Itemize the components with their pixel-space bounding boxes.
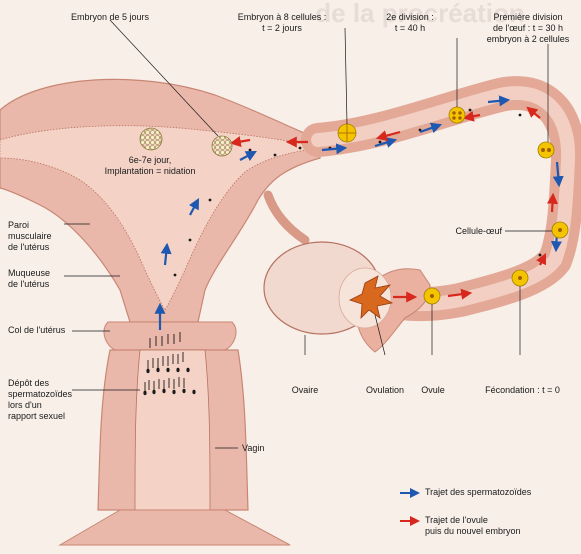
legend-red-arrow-icon <box>400 516 420 526</box>
morula-embryo <box>211 135 233 157</box>
ovarian-ligament <box>263 190 310 245</box>
label-first-division: Première division de l'œuf : t = 30 h em… <box>486 12 570 44</box>
label-ovary: Ovaire <box>291 385 319 395</box>
four-cell-embryo <box>448 106 466 124</box>
uterine-cavity <box>0 125 321 311</box>
sperm-path-arrows <box>154 95 564 330</box>
label-cervix: Col de l'utérus <box>8 325 66 335</box>
legend-sperm-path: Trajet des spermatozoïdes <box>399 487 579 515</box>
ovum-path-arrows <box>229 106 558 303</box>
label-second-division: 2e division : t = 40 h <box>386 12 434 33</box>
label-implantation: 6e-7e jour, Implantation = nidation <box>104 155 196 176</box>
legend-ovum-label: Trajet de l'ovule puis du nouvel embryon <box>425 515 521 536</box>
label-embryo-8-cells: Embryon à 8 cellules : t = 2 jours <box>237 12 327 33</box>
implanting-embryo <box>139 127 163 151</box>
label-fertilization: Fécondation : t = 0 <box>485 385 560 395</box>
label-egg-cell: Cellule-œuf <box>455 226 502 236</box>
label-ovule: Ovule <box>421 385 445 395</box>
legend-ovum-path: Trajet de l'ovule puis du nouvel embryon <box>399 515 579 543</box>
faint-title: de la procréation <box>315 0 525 28</box>
label-vagina: Vagin <box>242 443 265 453</box>
cells <box>139 106 569 305</box>
cervix <box>103 321 237 351</box>
label-uterine-mucosa: Muqueuse de l'utérus <box>8 268 51 289</box>
sperm-field <box>144 332 185 392</box>
label-sperm-deposit: Dépôt des spermatozoïdes lors d'un rappo… <box>8 378 73 421</box>
legend-blue-arrow-icon <box>400 488 420 498</box>
legend-sperm-label: Trajet des spermatozoïdes <box>425 487 532 497</box>
two-cell-embryo <box>537 141 555 159</box>
label-ovulation: Ovulation <box>365 385 405 395</box>
leader-lines <box>64 19 552 449</box>
label-embryo-5-days: Embryon de 5 jours <box>70 12 150 22</box>
ovulation-rupture <box>348 275 394 320</box>
label-uterine-wall: Paroi musculaire de l'utérus <box>8 220 52 252</box>
